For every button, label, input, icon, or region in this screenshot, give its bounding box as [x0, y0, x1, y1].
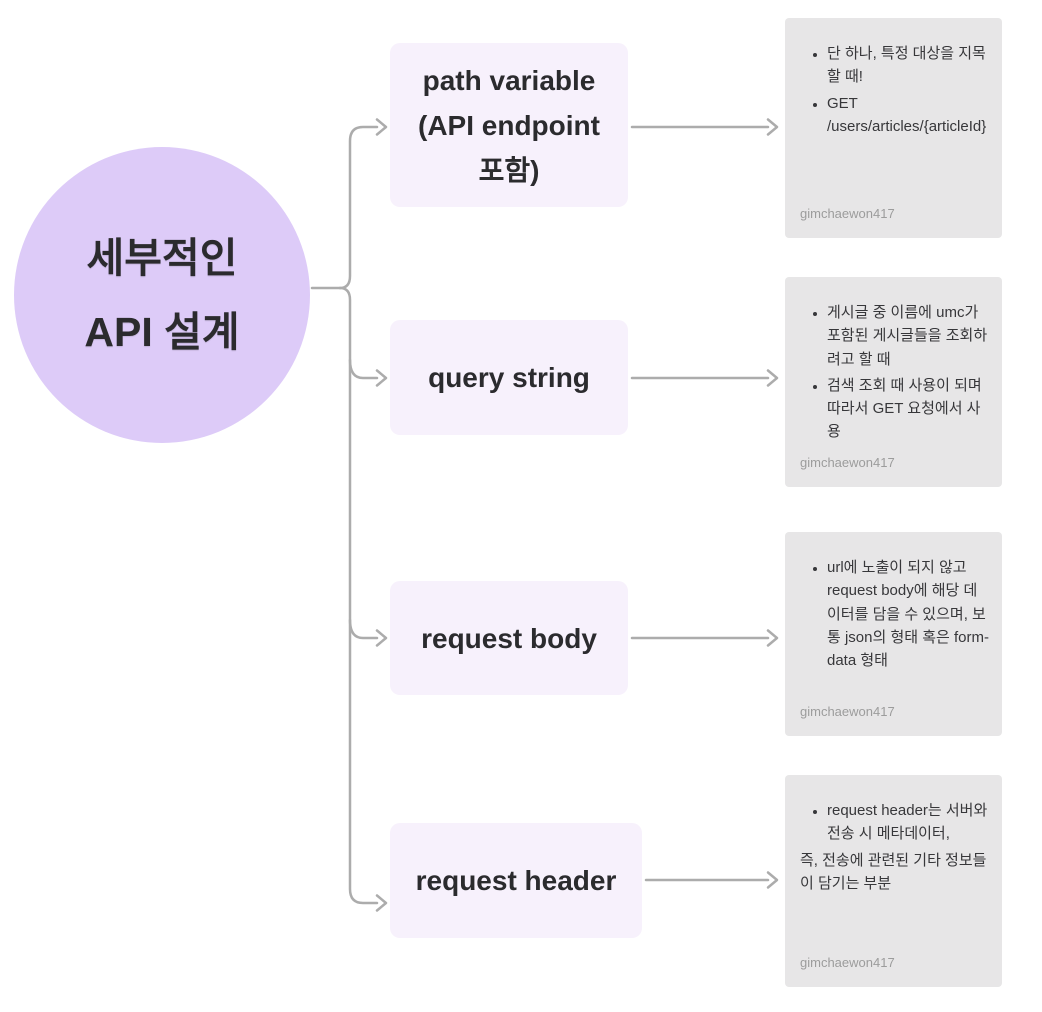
- topic-label: query string: [428, 362, 590, 393]
- note-bullet-list: url에 노출이 되지 않고 request body에 해당 데이터를 담을 …: [800, 556, 990, 672]
- note-arrowhead-path-variable: [766, 118, 779, 136]
- watermark-label: gimchaewon417: [800, 455, 895, 470]
- note-bullet-list: 게시글 중 이름에 umc가 포함된 게시글들을 조회하려고 할 때검색 조회 …: [800, 301, 990, 444]
- arrowhead-path-variable: [375, 118, 388, 136]
- branch-line-request-body: [348, 618, 379, 640]
- topic-node-query-string[interactable]: query string: [390, 320, 628, 435]
- watermark-label: gimchaewon417: [800, 704, 895, 719]
- note-continuation-text: 즉, 전송에 관련된 기타 정보들이 담기는 부분: [800, 851, 987, 892]
- note-query-string[interactable]: 게시글 중 이름에 umc가 포함된 게시글들을 조회하려고 할 때검색 조회 …: [785, 277, 1002, 487]
- branch-line-request-header: [338, 286, 379, 905]
- topic-node-request-header[interactable]: request header: [390, 823, 642, 938]
- watermark-label: gimchaewon417: [800, 955, 895, 970]
- arrowhead-request-header: [375, 894, 388, 912]
- branch-line-query-string: [348, 358, 379, 380]
- note-bullet: 게시글 중 이름에 umc가 포함된 게시글들을 조회하려고 할 때: [827, 301, 990, 371]
- topic-label: path variable (API endpoint 포함): [418, 64, 600, 186]
- note-request-body[interactable]: url에 노출이 되지 않고 request body에 해당 데이터를 담을 …: [785, 532, 1002, 736]
- watermark-label: gimchaewon417: [800, 206, 895, 221]
- note-bullet: GET /users/articles/{articleId}: [827, 92, 990, 139]
- topic-label: request header: [415, 865, 617, 896]
- note-request-header[interactable]: request header는 서버와 전송 시 메타데이터, 즉, 전송에 관…: [785, 775, 1002, 987]
- note-bullet: 단 하나, 특정 대상을 지목 할 때!: [827, 42, 990, 89]
- note-bullet: url에 노출이 되지 않고 request body에 해당 데이터를 담을 …: [827, 556, 990, 672]
- note-bullet-list: 단 하나, 특정 대상을 지목 할 때!GET /users/articles/…: [800, 42, 990, 138]
- topic-node-request-body[interactable]: request body: [390, 581, 628, 695]
- root-topic-label: 세부적인 API 설계: [84, 235, 240, 355]
- note-bullet: 검색 조회 때 사용이 되며 따라서 GET 요청에서 사용: [827, 374, 990, 444]
- branch-line-path-variable: [338, 125, 379, 290]
- root-topic-node[interactable]: 세부적인 API 설계: [14, 147, 310, 443]
- topic-node-path-variable[interactable]: path variable (API endpoint 포함): [390, 43, 628, 207]
- topic-label: request body: [421, 622, 597, 654]
- note-arrowhead-request-header: [766, 871, 779, 889]
- note-path-variable[interactable]: 단 하나, 특정 대상을 지목 할 때!GET /users/articles/…: [785, 18, 1002, 238]
- note-arrowhead-request-body: [766, 629, 779, 647]
- arrowhead-request-body: [375, 629, 388, 647]
- note-arrowhead-query-string: [766, 369, 779, 387]
- note-bullet-list: request header는 서버와 전송 시 메타데이터,: [800, 799, 990, 846]
- arrowhead-query-string: [375, 369, 388, 387]
- note-bullet: request header는 서버와 전송 시 메타데이터,: [827, 799, 990, 846]
